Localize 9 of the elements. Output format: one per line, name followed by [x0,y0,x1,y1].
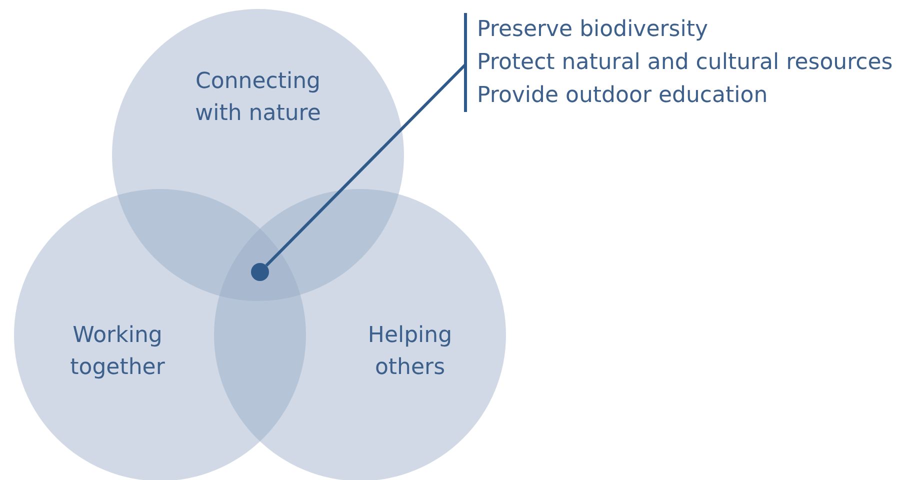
leader-dot [251,263,269,281]
circle-label: Working together [69,322,166,382]
circle-label: Helping others [366,322,454,382]
list-item: Provide outdoor education [477,82,769,110]
bracketed-list [464,13,893,112]
list-item: Protect natural and cultural resources [477,49,893,77]
leader-line [265,64,466,267]
circle-label: Connecting with nature [194,68,322,128]
list-item: Preserve biodiversity [477,16,709,44]
